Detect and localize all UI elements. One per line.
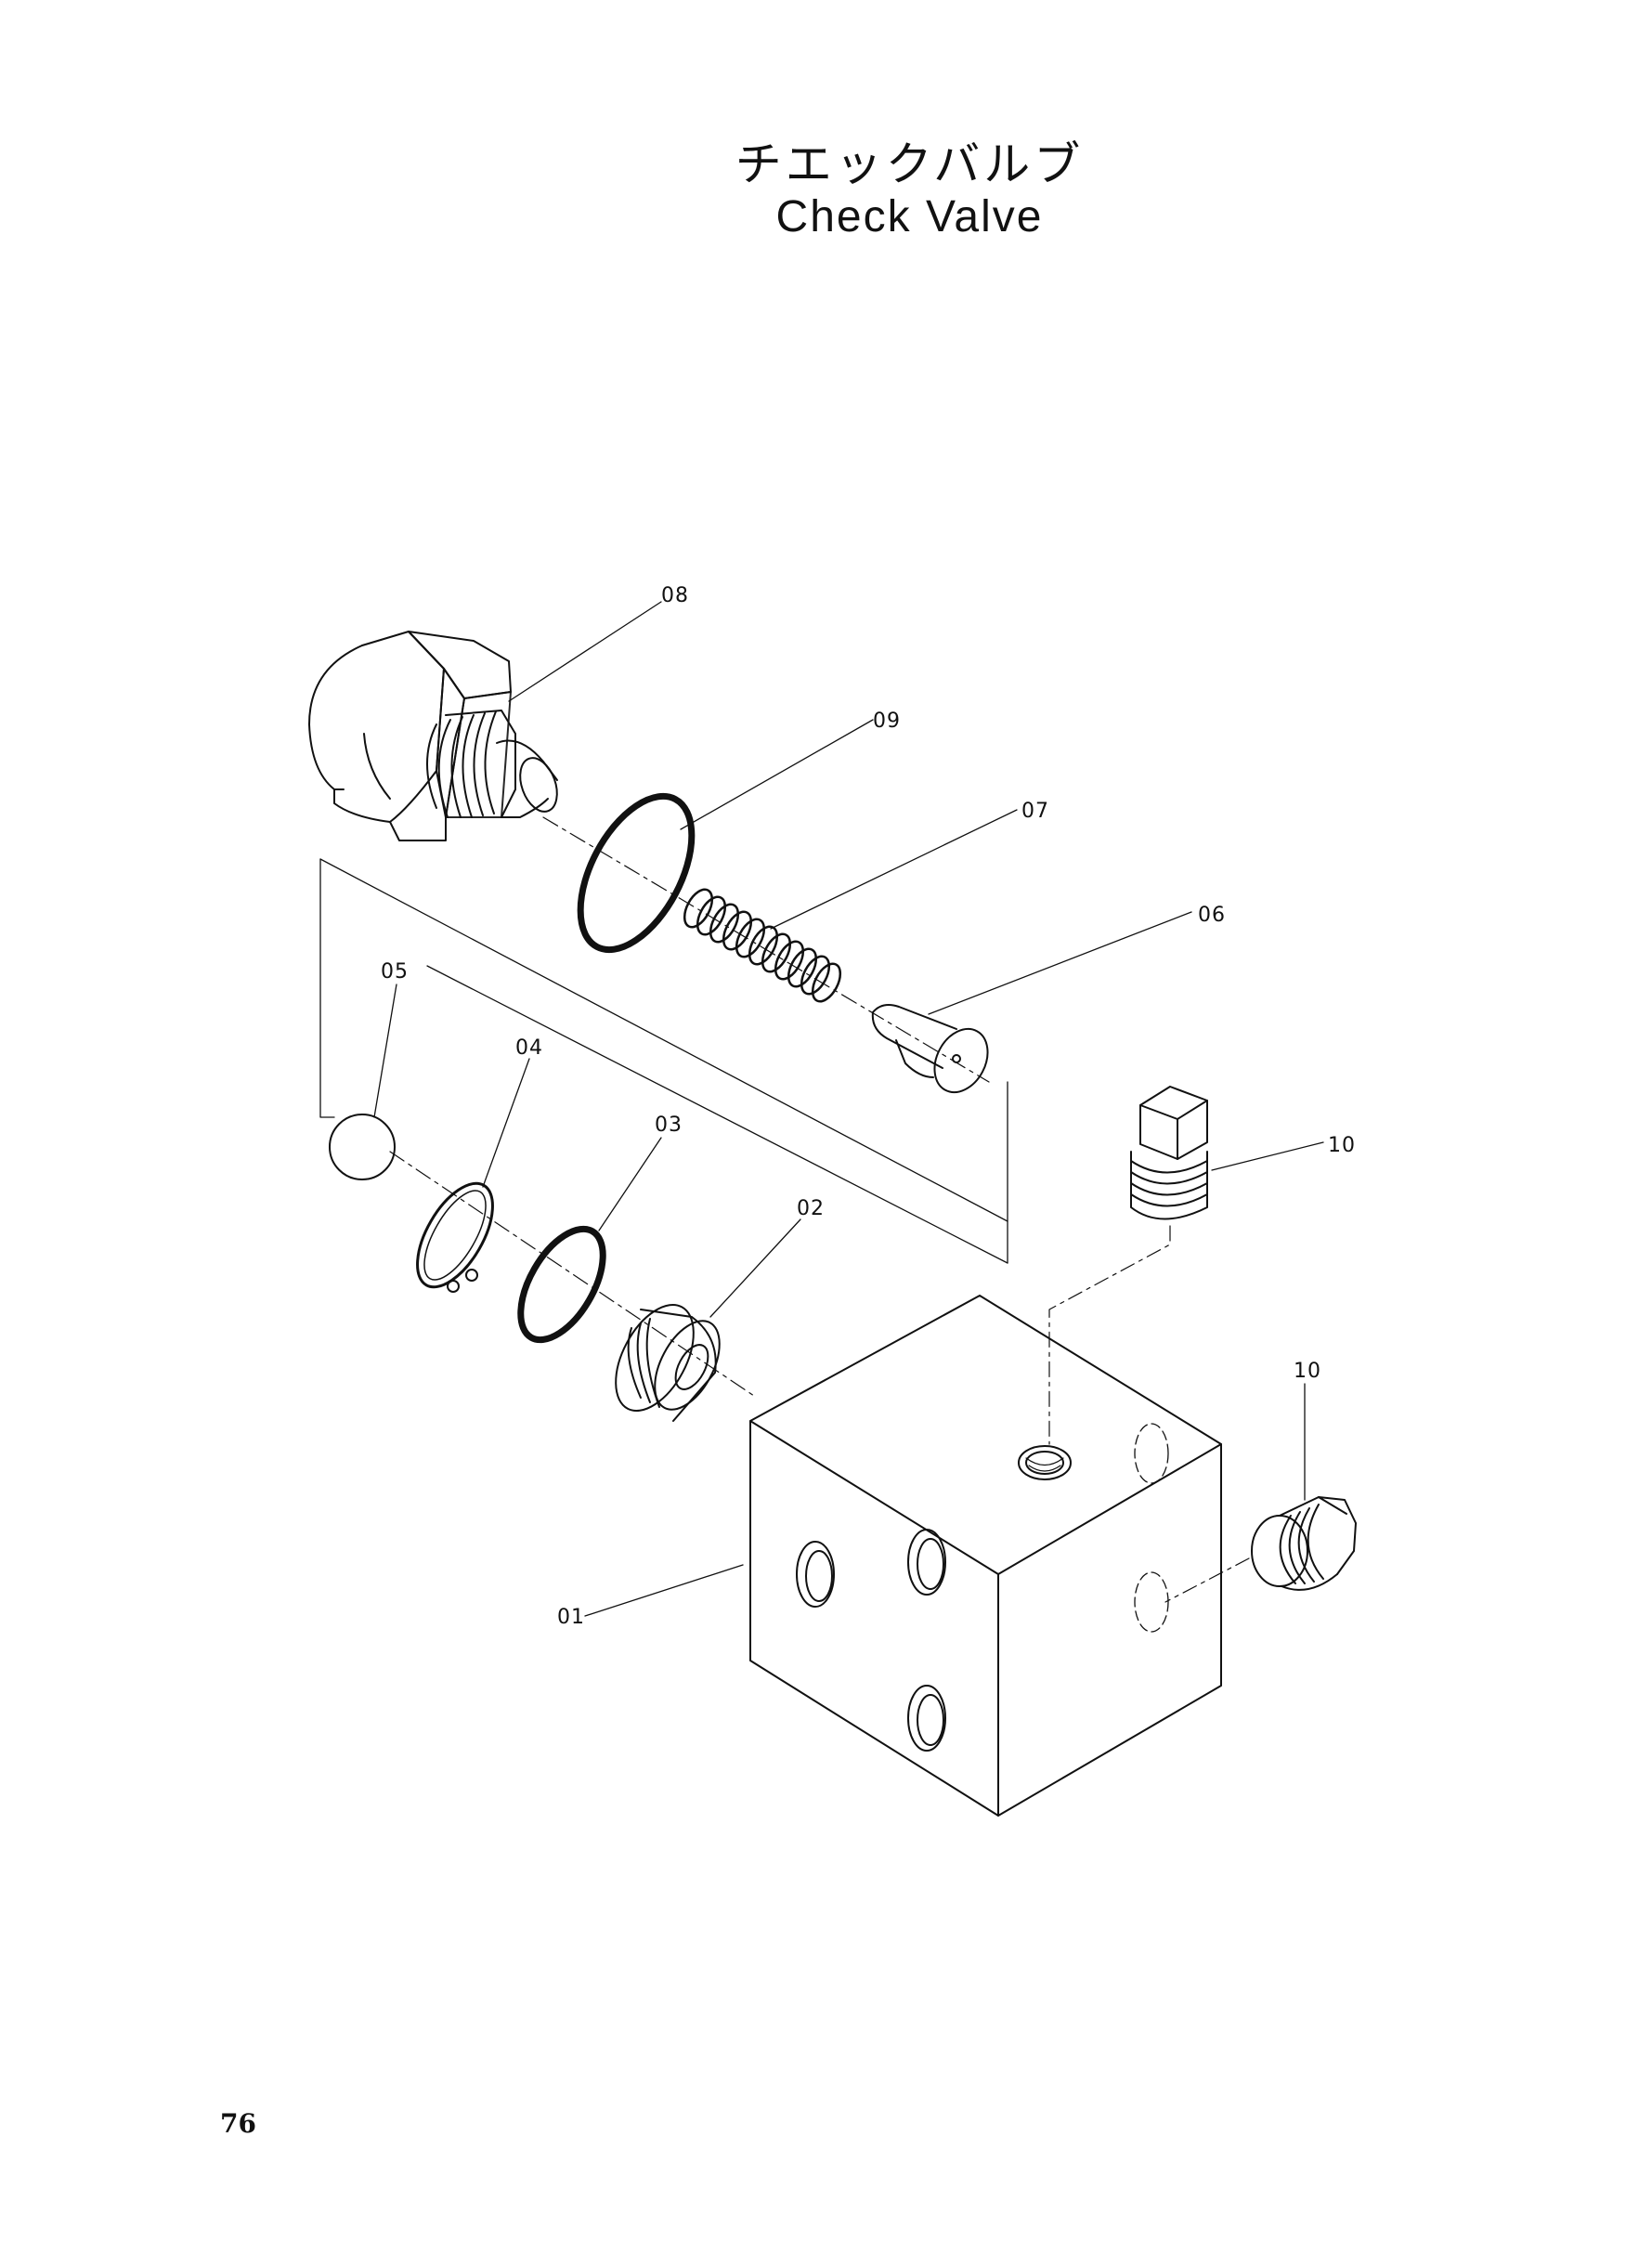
part-04-snap-ring	[416, 1181, 494, 1293]
part-07-spring	[683, 888, 842, 1003]
part-10-plug-top	[1130, 1086, 1208, 1220]
leader-01	[584, 1564, 744, 1617]
bracket-diag	[426, 965, 1008, 1264]
title-japanese: チエックバルブ	[735, 137, 1085, 191]
callout-02: 02	[797, 1197, 825, 1220]
leader-02	[709, 1218, 801, 1318]
leader-10a	[1211, 1141, 1324, 1171]
callout-10b: 10	[1294, 1360, 1321, 1383]
callout-09: 09	[873, 710, 901, 733]
page-number: 76	[220, 2108, 256, 2139]
part-06-poppet	[871, 1004, 989, 1094]
part-05-ball	[329, 1114, 396, 1180]
part-08-fitting	[308, 631, 558, 841]
callout-04: 04	[515, 1036, 543, 1060]
callout-07: 07	[1021, 800, 1049, 823]
callout-08: 08	[661, 584, 689, 607]
title-block: チエックバルブ Check Valve	[0, 139, 1652, 244]
leader-09	[680, 719, 874, 830]
callout-01: 01	[557, 1606, 585, 1629]
part-09-o-ring	[577, 792, 696, 954]
part-10-plug-side	[1251, 1496, 1357, 1591]
leader-08	[508, 601, 662, 702]
leader-05	[373, 984, 397, 1118]
leader-04	[482, 1058, 530, 1188]
callout-05: 05	[381, 960, 409, 984]
leader-03	[598, 1137, 662, 1231]
part-03-o-ring	[517, 1225, 606, 1344]
callout-10a: 10	[1328, 1134, 1356, 1157]
bracket-left	[319, 858, 335, 1118]
leader-06	[928, 911, 1192, 1015]
leader-07	[770, 809, 1018, 930]
centerline-plug-side	[1164, 1557, 1250, 1603]
title-english: Check Valve	[775, 192, 1044, 241]
centerline-lower	[389, 1151, 758, 1399]
centerline-plug-top	[1048, 1225, 1171, 1445]
callout-06: 06	[1198, 904, 1226, 927]
callout-03: 03	[655, 1114, 683, 1137]
part-02-seat	[615, 1303, 721, 1422]
bracket-top	[319, 858, 1008, 1222]
part-01-valve-body	[749, 1295, 1222, 1817]
